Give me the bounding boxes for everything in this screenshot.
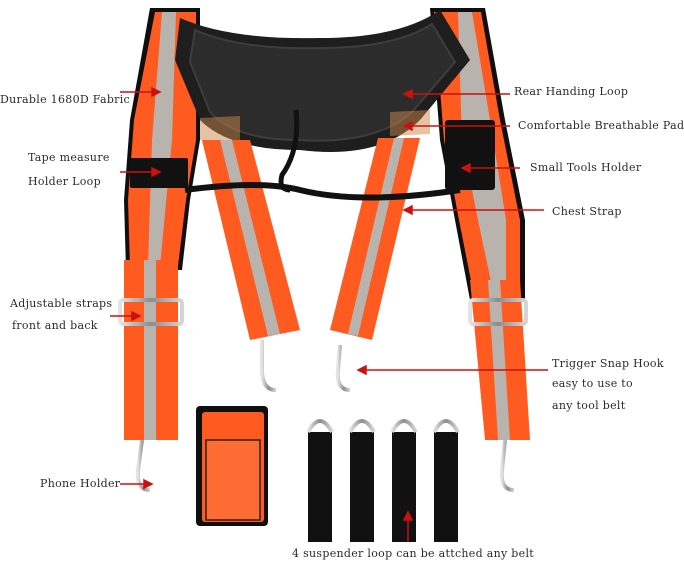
left-front-strap [202, 140, 300, 340]
callout-arrows [110, 86, 548, 542]
right-lower-strap [470, 280, 530, 440]
left-adjust-buckle [118, 298, 184, 326]
label-breathable-pad: Comfortable Breathable Pad [518, 119, 684, 132]
label-easy-to-use: easy to use to [552, 377, 633, 390]
label-holder-loop: Holder Loop [28, 175, 101, 188]
label-fabric: Durable 1680D Fabric [0, 93, 131, 106]
label-front-and-back: front and back [12, 319, 98, 332]
label-phone-holder: Phone Holder [40, 477, 121, 490]
small-tools-holder [445, 120, 495, 190]
label-chest-strap: Chest Strap [552, 205, 622, 218]
left-lower-strap [124, 260, 178, 440]
suspender-loops [306, 419, 460, 542]
right-adjust-buckle [468, 298, 528, 326]
label-small-tools-holder: Small Tools Holder [530, 161, 642, 174]
label-trigger-snap-hook: Trigger Snap Hook [552, 357, 664, 370]
label-adjustable-straps: Adjustable straps [10, 297, 113, 310]
label-suspender-loops: 4 suspender loop can be attched any belt [292, 547, 534, 560]
label-tape-measure: Tape measure [28, 151, 110, 164]
breathable-back-pad [175, 10, 470, 152]
label-any-tool-belt: any tool belt [552, 399, 626, 412]
phone-holder [196, 406, 268, 526]
right-front-strap [330, 138, 420, 340]
chest-strap [184, 182, 461, 201]
label-rear-handing-loop: Rear Handing Loop [514, 85, 629, 98]
